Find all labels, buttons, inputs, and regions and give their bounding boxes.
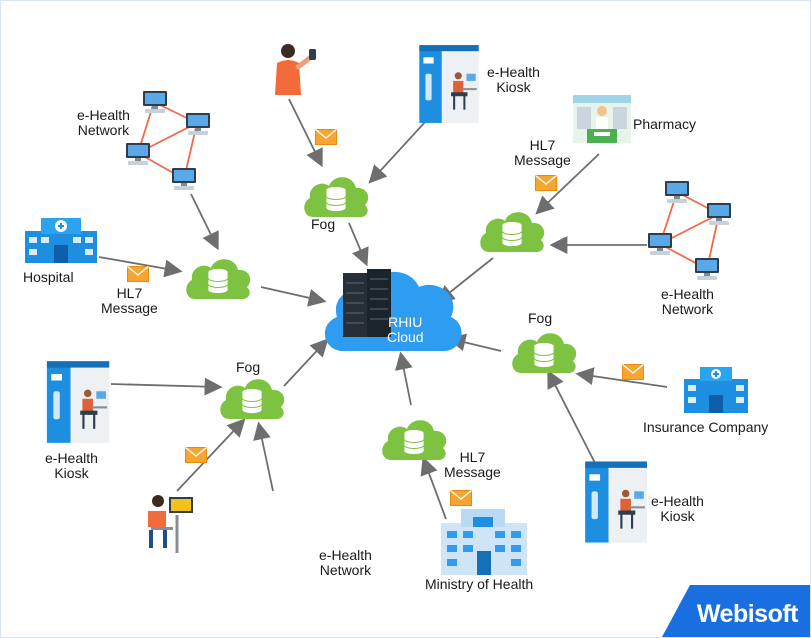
fog-label-top: Fog	[311, 216, 336, 232]
hl7-message-label-bottom: HL7 Message	[444, 449, 501, 480]
insurance-company-icon	[684, 367, 748, 413]
fog-node-right	[511, 332, 577, 374]
ehealth-network-label-top-left: e-Health Network	[77, 107, 130, 138]
ehealth-kiosk-label-left: e-Health Kiosk	[45, 450, 98, 481]
fog-node-left	[219, 378, 285, 420]
fog-node-right-upper	[479, 211, 545, 253]
hl7-message-label-top-right: HL7 Message	[514, 137, 571, 168]
person-desk-icon	[148, 495, 193, 553]
envelope-icon	[185, 447, 207, 463]
ehealth-network-label-right: e-Health Network	[661, 286, 714, 317]
rhiu-cloud-label: RHIU Cloud	[387, 314, 424, 345]
brand-badge	[662, 585, 810, 637]
ehealth-kiosk-label-top: e-Health Kiosk	[487, 64, 540, 95]
hospital-icon	[25, 218, 97, 263]
insurance-company-label: Insurance Company	[643, 419, 769, 435]
server-rack-icon	[343, 269, 391, 337]
computer-icon	[707, 203, 731, 225]
envelope-icon	[622, 364, 644, 380]
ehealth-kiosk-label-right: e-Health Kiosk	[651, 493, 704, 524]
kiosk-icon	[584, 460, 647, 544]
fog-node-bottom	[381, 419, 447, 461]
ministry-building-icon	[441, 509, 527, 575]
ministry-of-health-label: Ministry of Health	[425, 576, 534, 592]
envelope-icon	[535, 175, 557, 191]
brand-logo-text: Webisoft	[696, 600, 799, 628]
hl7-message-label-left: HL7 Message	[101, 285, 158, 316]
envelope-icon	[315, 129, 337, 145]
computer-icon	[186, 113, 210, 135]
pharmacy-label: Pharmacy	[633, 116, 697, 132]
connection-arrows	[98, 98, 668, 520]
computer-icon	[143, 91, 167, 113]
computer-icon	[126, 143, 150, 165]
pharmacy-icon	[573, 95, 631, 143]
computer-icon	[695, 258, 719, 280]
fog-label-left: Fog	[236, 359, 261, 375]
person-phone-icon	[275, 44, 316, 95]
ehealth-network-label-bottom: e-Health Network	[319, 547, 372, 578]
computer-icon	[665, 181, 689, 203]
envelope-icon	[450, 490, 472, 506]
envelope-icon	[127, 266, 149, 282]
computer-icon	[648, 233, 672, 255]
fog-node-left-upper	[185, 258, 251, 300]
fog-label-right: Fog	[528, 310, 553, 326]
computer-icon	[172, 168, 196, 190]
kiosk-icon	[418, 44, 479, 124]
fog-node-top	[303, 176, 369, 218]
rhiu-cloud	[324, 269, 462, 352]
kiosk-icon	[45, 360, 110, 444]
hospital-label: Hospital	[23, 269, 74, 285]
